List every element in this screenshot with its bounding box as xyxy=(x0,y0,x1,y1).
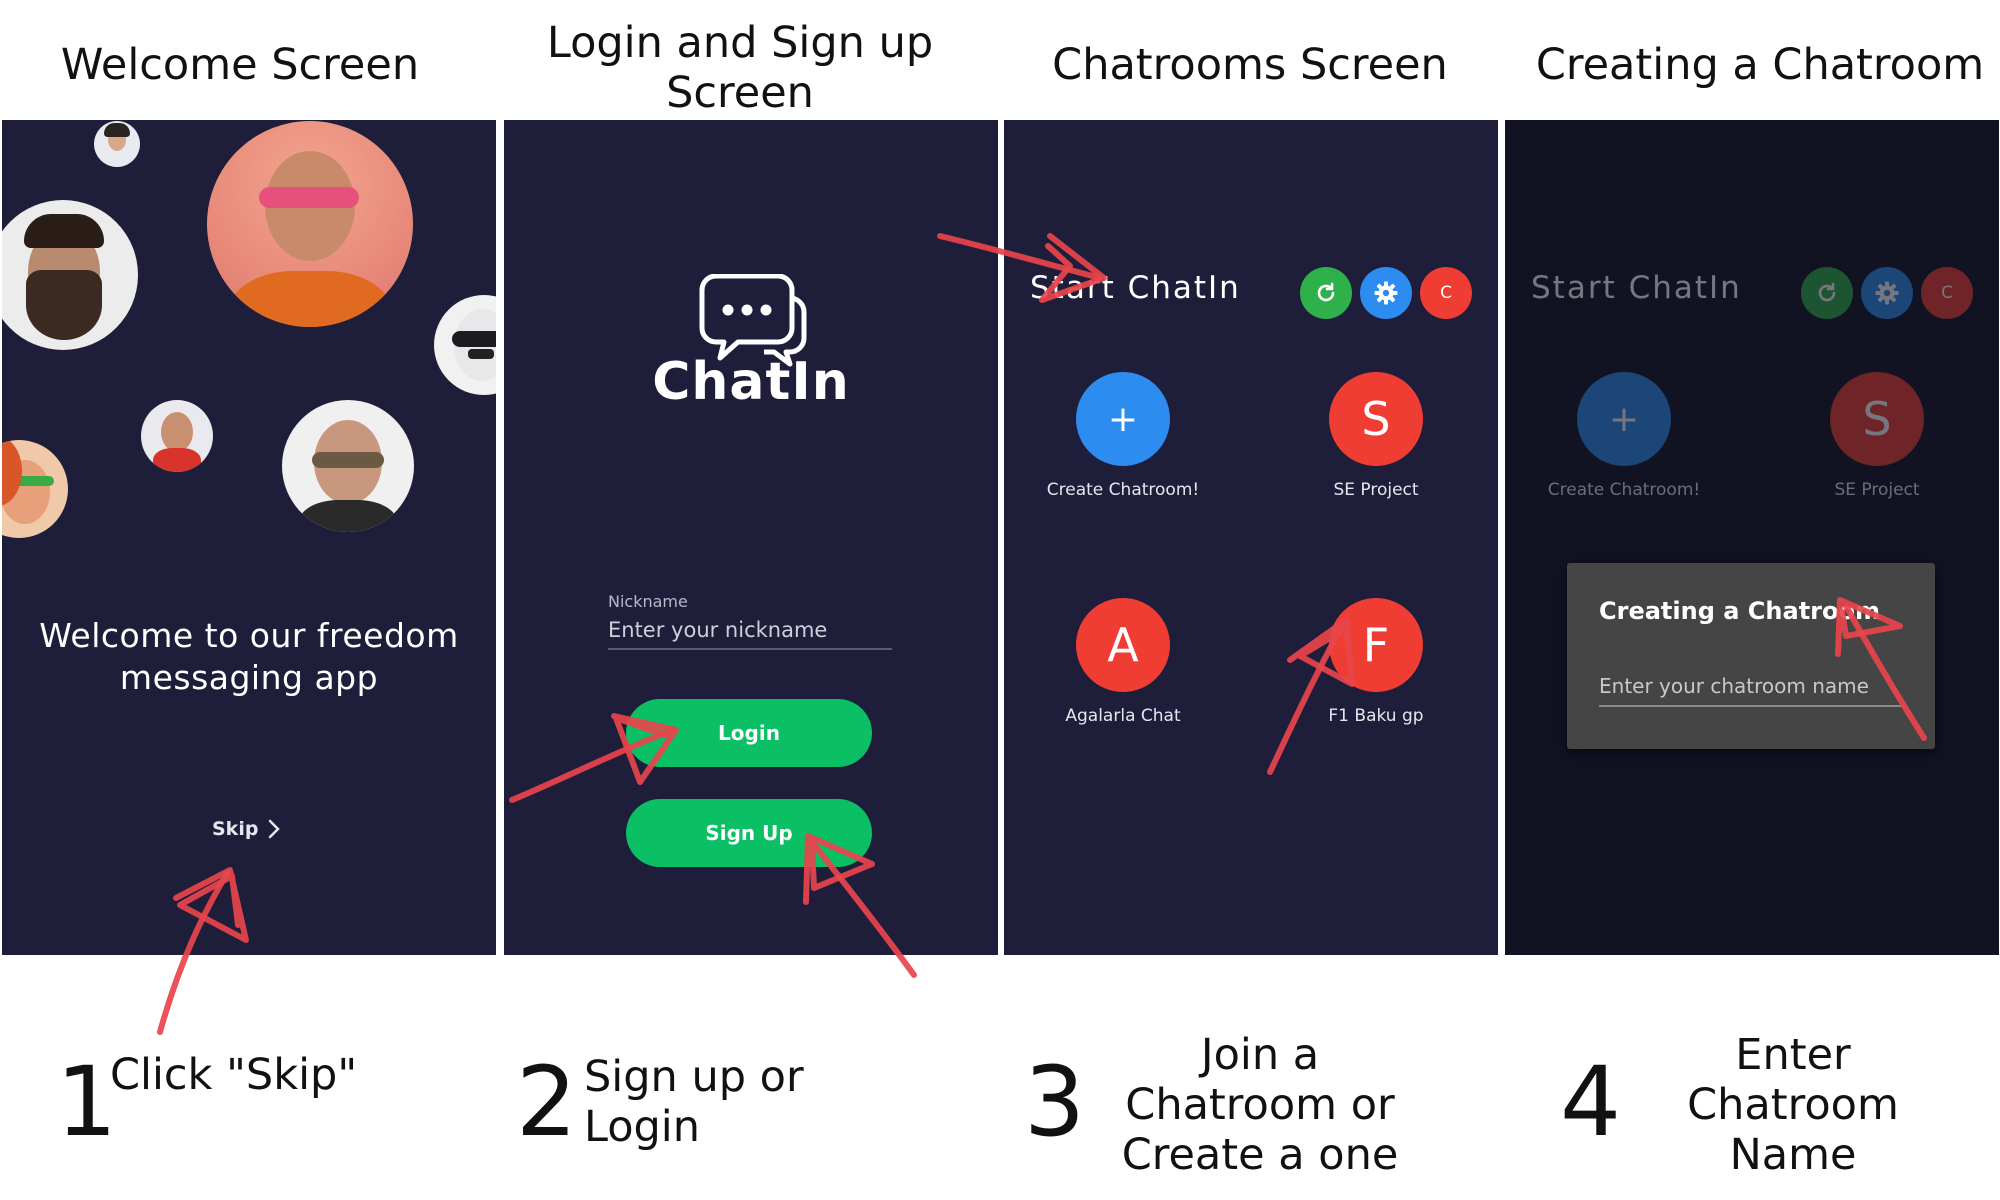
create-chatroom-label: Create Chatroom! xyxy=(1547,480,1701,500)
room-label: SE Project xyxy=(1333,480,1419,500)
refresh-button[interactable] xyxy=(1300,267,1352,319)
settings-button xyxy=(1861,267,1913,319)
nickname-label: Nickname xyxy=(608,592,688,611)
app-title: Start ChatIn xyxy=(1531,270,1742,306)
profile-initial: C xyxy=(1941,283,1953,303)
skip-button[interactable]: Skip xyxy=(212,818,281,840)
step-number-1: 1 xyxy=(56,1046,118,1158)
create-chatroom-label: Create Chatroom! xyxy=(1046,480,1200,500)
room-avatar: S xyxy=(1830,372,1924,466)
chatrooms-screen: Start ChatIn C + Create Chatroom! S SE P… xyxy=(1004,120,1498,955)
step-number-4: 4 xyxy=(1560,1046,1622,1158)
login-screen: ChatIn Nickname Login Sign Up xyxy=(504,120,998,955)
welcome-screen: Welcome to our freedom messaging app Ski… xyxy=(2,120,496,955)
room-f1-baku-gp[interactable]: F F1 Baku gp xyxy=(1266,598,1486,726)
room-avatar: S xyxy=(1329,372,1423,466)
room-agalarla-chat[interactable]: A Agalarla Chat xyxy=(1013,598,1233,726)
col-title-creating: Creating a Chatroom xyxy=(1535,40,1985,90)
login-button-label: Login xyxy=(718,721,780,745)
skip-label: Skip xyxy=(212,818,259,840)
welcome-message: Welcome to our freedom messaging app xyxy=(39,616,459,697)
room-avatar: F xyxy=(1329,598,1423,692)
step-text-4: Enter Chatroom Name xyxy=(1687,1030,1899,1180)
room-avatar: A xyxy=(1076,598,1170,692)
room-label: SE Project xyxy=(1834,480,1920,500)
create-chatroom-button: + Create Chatroom! xyxy=(1514,372,1734,500)
create-chatroom-screen: Start ChatIn C + Create Chatroom! S SE P… xyxy=(1505,120,1999,955)
chatroom-name-input[interactable] xyxy=(1599,667,1905,707)
avatar-orange-hoodie xyxy=(207,121,413,327)
room-label: Agalarla Chat xyxy=(1065,706,1181,726)
col-title-login: Login and Sign up Screen xyxy=(546,18,934,118)
chatin-logo-text: ChatIn xyxy=(652,352,850,412)
step-text-3: Join a Chatroom or Create a one xyxy=(1121,1030,1399,1180)
profile-initial: C xyxy=(1440,283,1452,303)
gear-icon xyxy=(1875,281,1899,305)
chevron-right-icon xyxy=(269,819,281,839)
profile-button: C xyxy=(1921,267,1973,319)
plus-icon: + xyxy=(1577,372,1671,466)
step-text-1: Click "Skip" xyxy=(110,1050,358,1100)
room-se-project[interactable]: S SE Project xyxy=(1266,372,1486,500)
room-label: F1 Baku gp xyxy=(1328,706,1424,726)
create-chatroom-dialog: Creating a Chatroom xyxy=(1567,563,1935,749)
avatar-small-top xyxy=(94,121,140,167)
app-title: Start ChatIn xyxy=(1030,270,1241,306)
refresh-button xyxy=(1801,267,1853,319)
step-text-2: Sign up or Login xyxy=(584,1052,804,1152)
signup-button-label: Sign Up xyxy=(705,821,793,845)
refresh-icon xyxy=(1818,282,1836,302)
nickname-input[interactable] xyxy=(608,612,892,650)
step-number-3: 3 xyxy=(1024,1046,1086,1158)
room-se-project: S SE Project xyxy=(1767,372,1987,500)
avatar-bearded-man xyxy=(2,200,138,350)
col-title-chatrooms: Chatrooms Screen xyxy=(1052,40,1448,90)
avatar-sunglasses-man xyxy=(282,400,414,532)
profile-button[interactable]: C xyxy=(1420,267,1472,319)
step-number-2: 2 xyxy=(516,1046,578,1158)
avatar-face-paint xyxy=(434,295,496,395)
create-chatroom-button[interactable]: + Create Chatroom! xyxy=(1013,372,1233,500)
login-button[interactable]: Login xyxy=(626,699,872,767)
signup-button[interactable]: Sign Up xyxy=(626,799,872,867)
dialog-title: Creating a Chatroom xyxy=(1599,597,1880,625)
col-title-welcome: Welcome Screen xyxy=(60,40,420,90)
chat-bubbles-icon xyxy=(699,274,807,367)
refresh-icon xyxy=(1317,282,1335,302)
plus-icon: + xyxy=(1076,372,1170,466)
gear-icon xyxy=(1374,281,1398,305)
settings-button[interactable] xyxy=(1360,267,1412,319)
avatar-smiling-man xyxy=(141,400,213,472)
avatar-red-hair-woman xyxy=(2,440,68,538)
